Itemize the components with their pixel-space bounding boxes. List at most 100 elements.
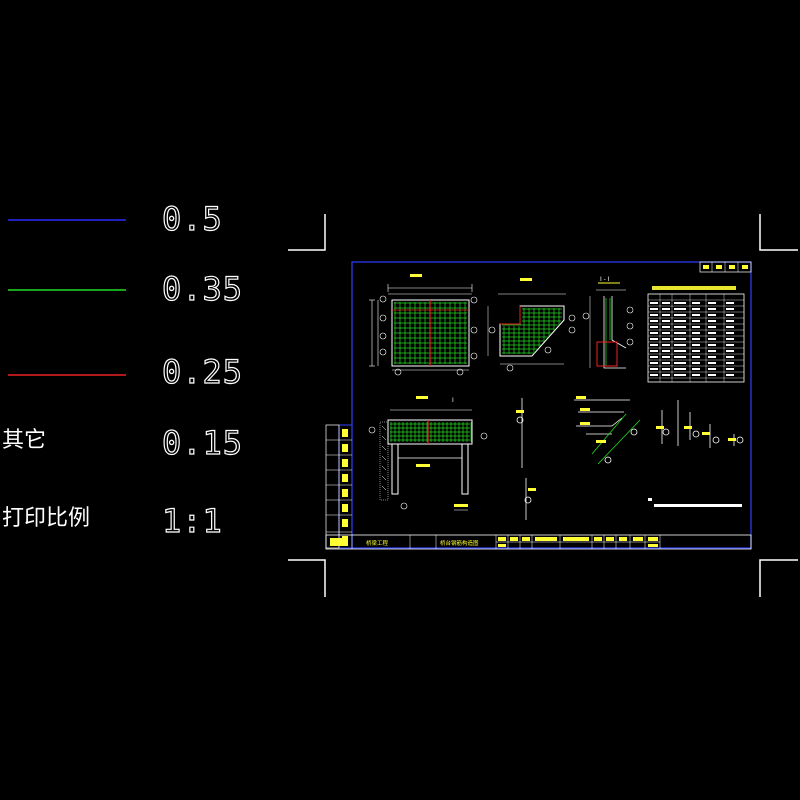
table-cell-glyph xyxy=(692,356,700,358)
table-cell-glyph xyxy=(650,338,658,340)
table-cell-glyph xyxy=(726,314,734,316)
table-cell-glyph xyxy=(662,308,670,310)
table-cell-glyph xyxy=(692,338,700,340)
table-cell-glyph xyxy=(650,326,658,328)
table-cell-glyph xyxy=(662,374,670,376)
table-cell-glyph xyxy=(674,308,686,310)
title-block-drawing-title: 桥台钢筋构造图 xyxy=(440,539,479,547)
table-cell-glyph xyxy=(674,320,686,322)
table-cell-glyph xyxy=(650,368,658,370)
table-cell-glyph xyxy=(692,344,700,346)
table-cell-glyph xyxy=(674,350,686,352)
table-cell-glyph xyxy=(662,320,670,322)
table-cell-glyph xyxy=(674,338,686,340)
table-cell-glyph xyxy=(726,350,734,352)
table-cell-glyph xyxy=(650,344,658,346)
table-cell-glyph xyxy=(674,332,686,334)
table-cell-glyph xyxy=(674,302,686,304)
table-cell-glyph xyxy=(726,308,734,310)
table-cell-glyph xyxy=(662,344,670,346)
table-cell-glyph xyxy=(726,326,734,328)
table-cell-glyph xyxy=(726,356,734,358)
table-cell-glyph xyxy=(650,374,658,376)
section-marker-i: I xyxy=(452,397,454,404)
section-title-i-i: I - I xyxy=(600,276,610,283)
table-cell-glyph xyxy=(726,320,734,322)
paper-corner-marks xyxy=(288,214,798,597)
table-cell-glyph xyxy=(674,356,686,358)
table-cell-glyph xyxy=(708,374,716,376)
legend-value-scale: 1:1 xyxy=(161,502,223,540)
table-cell-glyph xyxy=(650,362,658,364)
table-cell-glyph xyxy=(708,362,716,364)
table-cell-glyph xyxy=(662,326,670,328)
table-cell-glyph xyxy=(650,308,658,310)
general-notes xyxy=(648,498,742,507)
table-cell-glyph xyxy=(708,368,716,370)
view-abutment-cap: I xyxy=(368,396,488,511)
table-cell-glyph xyxy=(726,302,734,304)
table-cell-glyph xyxy=(662,332,670,334)
table-cell-glyph xyxy=(674,368,686,370)
table-cell-glyph xyxy=(708,350,716,352)
table-cell-glyph xyxy=(650,350,658,352)
table-cell-glyph xyxy=(708,326,716,328)
legend-label-other: 其它 xyxy=(2,428,47,453)
table-cell-glyph xyxy=(708,332,716,334)
legend-value-035: 0.35 xyxy=(161,270,244,308)
table-cell-glyph xyxy=(708,344,716,346)
table-cell-glyph xyxy=(662,338,670,340)
table-cell-glyph xyxy=(662,356,670,358)
table-cell-glyph xyxy=(662,362,670,364)
table-cell-glyph xyxy=(662,302,670,304)
sheet-tag-box xyxy=(699,261,752,273)
table-cell-glyph xyxy=(674,314,686,316)
table-cell-glyph xyxy=(692,314,700,316)
table-cell-glyph xyxy=(674,362,686,364)
table-cell-glyph xyxy=(692,308,700,310)
table-cell-glyph xyxy=(708,302,716,304)
rebar-detail-shapes xyxy=(516,398,744,520)
title-block-project: 桥梁工程 xyxy=(366,539,389,547)
table-cell-glyph xyxy=(674,326,686,328)
table-cell-glyph xyxy=(726,332,734,334)
sheet-border xyxy=(351,261,752,549)
table-cell-glyph xyxy=(726,338,734,340)
table-cell-glyph xyxy=(662,350,670,352)
table-cell-glyph xyxy=(692,332,700,334)
view-elevation-rebar-grid xyxy=(369,274,478,376)
material-quantity-table xyxy=(647,286,745,383)
legend-value-015: 0.15 xyxy=(161,424,244,462)
table-cell-glyph xyxy=(674,344,686,346)
table-cell-glyph xyxy=(708,356,716,358)
view-section-i-i: I - I xyxy=(582,276,634,369)
table-cell-glyph xyxy=(692,302,700,304)
table-cell-glyph xyxy=(726,344,734,346)
table-cell-glyph xyxy=(662,368,670,370)
rebar-detail-labels xyxy=(516,396,736,491)
view-wing-wall-rebar xyxy=(487,278,576,372)
table-cell-glyph xyxy=(708,338,716,340)
table-cell-glyph xyxy=(692,320,700,322)
table-cell-glyph xyxy=(708,320,716,322)
bottom-title-block: 桥梁工程 桥台钢筋构造图 xyxy=(325,534,752,550)
table-cell-glyph xyxy=(692,362,700,364)
table-cell-glyph xyxy=(662,314,670,316)
table-cell-glyph xyxy=(650,314,658,316)
table-cell-glyph xyxy=(692,368,700,370)
table-cell-glyph xyxy=(708,314,716,316)
left-title-strip xyxy=(325,424,353,549)
table-cell-glyph xyxy=(726,362,734,364)
legend-value-05: 0.5 xyxy=(161,200,223,238)
table-cell-glyph xyxy=(650,320,658,322)
table-cell-glyph xyxy=(650,332,658,334)
table-cell-glyph xyxy=(726,374,734,376)
table-cell-glyph xyxy=(708,308,716,310)
legend-value-025: 0.25 xyxy=(161,353,244,391)
table-cell-glyph xyxy=(650,356,658,358)
legend-label-print-scale: 打印比例 xyxy=(2,506,91,531)
table-cell-glyph xyxy=(692,350,700,352)
